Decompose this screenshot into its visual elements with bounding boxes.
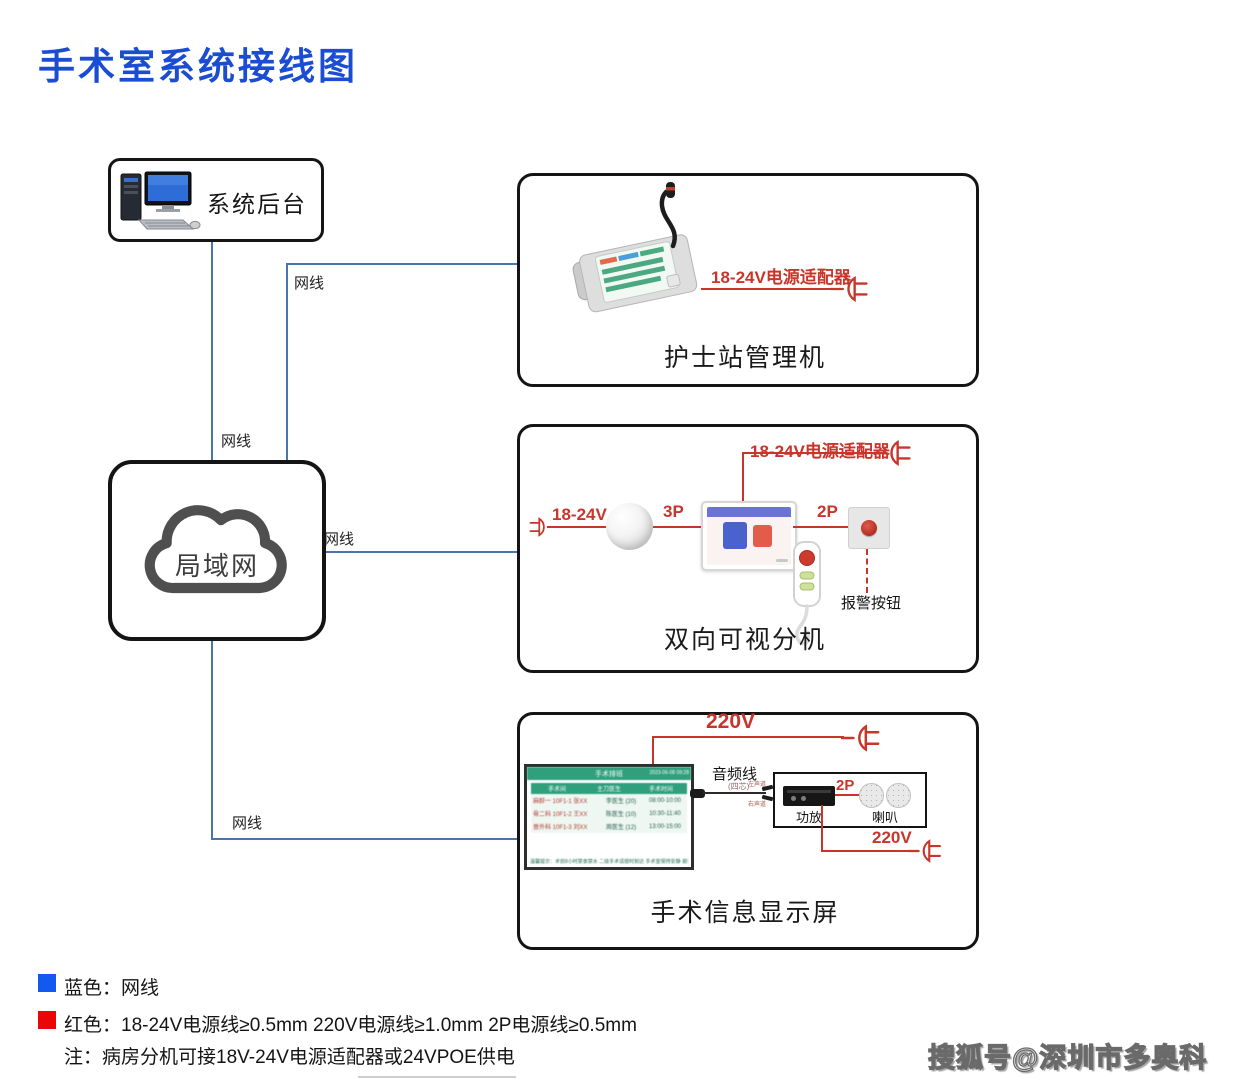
- power-plug-icon-3: [841, 721, 883, 755]
- call-remote-icon: [793, 541, 821, 646]
- bottom-artifact-line: [358, 1076, 516, 1078]
- net-label-2: 网线: [221, 433, 252, 450]
- intercom-adapter-label: 18-24V电源适配器: [750, 442, 890, 461]
- screen-header: 手术排班 2023-06-08 09:28: [527, 767, 691, 780]
- p2-wire: [793, 526, 848, 528]
- amp-label: 功放: [795, 810, 822, 825]
- power-220v-top-label: 220V: [706, 710, 756, 733]
- alarm-button-panel-icon: [848, 507, 890, 549]
- screen-header-title: 手术排班: [595, 770, 623, 778]
- col-1: 手术间: [547, 787, 566, 793]
- table-row: 麻醉一 10F1-1 张XX 李医生 (20) 08:00-10:00: [533, 797, 682, 806]
- amp-power-wire-h: [821, 850, 911, 852]
- legend-note-text: 注：病房分机可接18V-24V电源适配器或24VPOE供电: [64, 1047, 515, 1068]
- legend-red-swatch: [38, 1011, 56, 1029]
- table-row: 骨二科 10F1-2 王XX 陈医生 (10) 10:30-11:40: [533, 810, 681, 819]
- p2-label-display: 2P: [836, 777, 855, 794]
- display-power-wire-h: [652, 736, 844, 738]
- adapter-wire-h: [742, 452, 878, 454]
- nurse-adapter-label: 18-24V电源适配器: [711, 268, 851, 287]
- network-wire-lan-up: [286, 263, 288, 460]
- network-wire-lan-down: [211, 633, 213, 838]
- alarm-pull-cord: [866, 549, 868, 593]
- adapter-wire-v: [742, 452, 744, 502]
- lan-label: 局域网: [174, 551, 259, 581]
- nurse-station-box: [517, 173, 979, 387]
- display-title: 手术信息显示屏: [650, 899, 840, 927]
- speaker-label: 喇叭: [871, 810, 898, 825]
- power-plug-icon: [831, 273, 871, 305]
- alarm-red-button: [861, 520, 877, 536]
- cloud-icon: [144, 505, 287, 594]
- network-wire-to-nurse-station: [286, 263, 517, 265]
- audio-jack-icon: [690, 789, 705, 798]
- tablet-header-bar: [707, 507, 791, 517]
- net-label-3: 网线: [324, 531, 355, 548]
- audio-spec-label: (四芯): [728, 782, 750, 791]
- network-wire-to-display: [211, 838, 517, 840]
- watermark: 搜狐号@深圳市多奥科技: [927, 1042, 1208, 1073]
- speaker-wire: [835, 794, 859, 796]
- net-label-1: 网线: [294, 275, 325, 292]
- p3-label: 3P: [663, 502, 684, 521]
- display-power-wire-v: [652, 736, 654, 765]
- col-3: 手术时间: [648, 787, 673, 793]
- net-label-4: 网线: [232, 815, 263, 832]
- backend-label: 系统后台: [207, 191, 307, 217]
- power-plug-icon-2: [874, 437, 914, 469]
- backend-box: 系统后台: [108, 158, 324, 242]
- intercom-tablet-icon: [701, 501, 797, 571]
- audio-cable: [703, 792, 766, 794]
- tablet-tile-red: [753, 525, 772, 547]
- screen-table: 手术间 主刀医生 手术时间 麻醉一 10F1-1 张XX 李医生 (20) 08…: [531, 783, 687, 833]
- surgery-info-screen: 手术排班 2023-06-08 09:28 手术间 主刀医生 手术时间 麻醉一 …: [524, 764, 694, 870]
- legend-red-text: 红色：18-24V电源线≥0.5mm 220V电源线≥1.0mm 2P电源线≥0…: [64, 1015, 637, 1036]
- audio-channel-right-label: 右声道: [748, 802, 767, 808]
- power-220v-bottom-label: 220V: [872, 828, 912, 847]
- legend-blue-swatch: [38, 974, 56, 992]
- screen-header-time: 2023-06-08 09:28: [649, 770, 689, 776]
- tablet-footer-dot: [776, 559, 788, 562]
- legend-blue-text: 蓝色：网线: [64, 978, 160, 999]
- alarm-label: 报警按钮: [841, 595, 902, 612]
- intercom-title: 双向可视分机: [663, 626, 826, 654]
- dome-camera-icon: [606, 503, 653, 550]
- network-wire-backend-lan: [211, 236, 213, 460]
- col-2: 主刀医生: [596, 787, 621, 793]
- speaker-icon-1: [859, 783, 884, 808]
- desktop-computer-icon: [120, 171, 201, 230]
- screen-footer: 温馨提示：术前8小时禁食禁水 二级手术请按时到达 手术室保持安静 谢谢配合: [530, 859, 688, 865]
- page-title: 手术室系统接线图: [38, 46, 358, 87]
- tablet-tile-blue: [723, 522, 747, 549]
- speaker-icon-2: [886, 783, 911, 808]
- nurse-station-title: 护士站管理机: [663, 344, 826, 372]
- audio-channel-left-label: 左声道: [748, 782, 767, 788]
- lan-box: 局域网: [108, 460, 326, 641]
- tablet-screen: [707, 507, 791, 565]
- amplifier-icon: [783, 786, 835, 806]
- intercom-power-label: 18-24V: [552, 505, 607, 524]
- amp-power-wire-v: [821, 805, 823, 852]
- table-row: 普外科 10F1-3 刘XX 周医生 (12) 13:00-15:00: [533, 823, 682, 832]
- nurse-console-icon: [572, 182, 698, 313]
- audio-label: 音频线: [712, 766, 758, 783]
- network-wire-to-intercom: [318, 551, 517, 553]
- screen-table-header: 手术间 主刀医生 手术时间: [531, 783, 687, 794]
- power-plug-icon-4: [908, 837, 944, 865]
- power-wire-nurse-station: [701, 288, 833, 290]
- surgery-info-screen-content: 手术排班 2023-06-08 09:28 手术间 主刀医生 手术时间 麻醉一 …: [527, 767, 691, 867]
- p2-label: 2P: [817, 502, 838, 521]
